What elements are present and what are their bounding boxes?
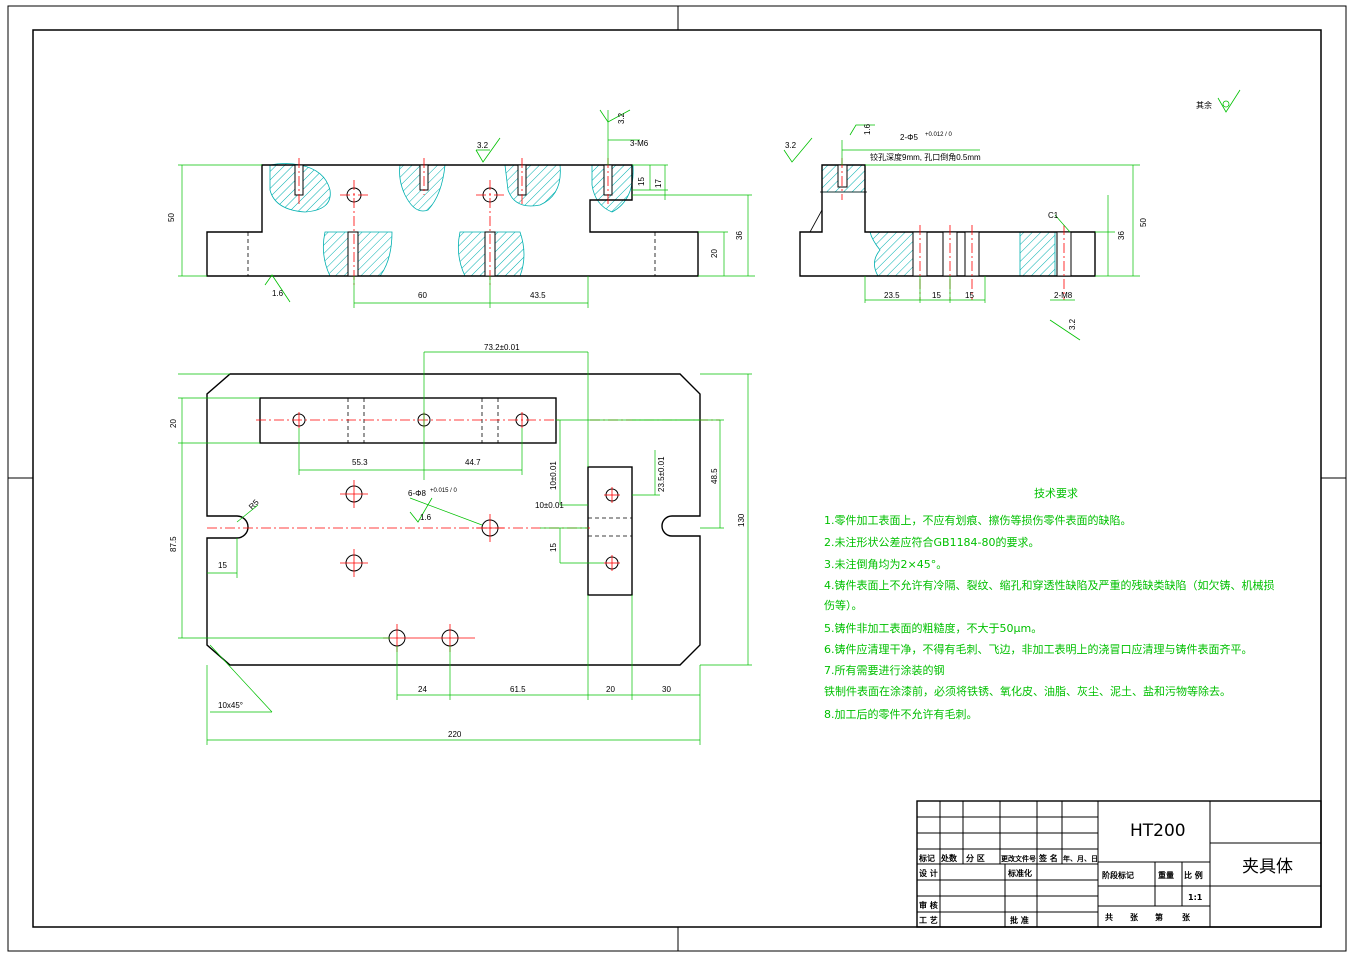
tb-label-sheji: 设 计	[919, 868, 938, 878]
dim-top-220: 220	[448, 730, 462, 739]
requirement-line: 6.铸件应清理干净，不得有毛刺、飞边，非加工表明上的浇冒口应清理与铸件表面齐平。	[824, 642, 1253, 656]
tb-label-jieduan: 阶段标记	[1102, 870, 1134, 880]
requirements-title: 技术要求	[1034, 487, 1078, 500]
rough-front-thread: 3.2	[617, 112, 626, 124]
dim-top-10a: 10±0.01	[549, 461, 558, 490]
dim-front-thread: 3-M6	[630, 139, 649, 148]
tb-label-genggai: 更改文件号	[1001, 854, 1036, 863]
dim-top-130: 130	[737, 513, 746, 527]
dim-top-30: 30	[662, 685, 671, 694]
dim-top-chamfer: 10x45°	[218, 701, 243, 710]
requirement-line: 7.所有需要进行涂装的钢	[824, 663, 945, 677]
requirement-line: 铁制件表面在涂漆前，必须将铁锈、氧化皮、油脂、灰尘、泥土、盐和污物等除去。	[824, 684, 1231, 698]
dim-front-height-50: 50	[167, 213, 176, 222]
dim-top-87-5: 87.5	[169, 536, 178, 552]
title-block: HT200 夹具体 1:1 标记 处数 分 区 更改文件号 签 名 年、月、日 …	[916, 800, 1322, 928]
tb-label-biaozhunhua: 标准化	[1007, 868, 1032, 878]
dim-top-23-5: 23.5±0.01	[657, 456, 666, 492]
dim-top-73-2: 73.2±0.01	[484, 343, 520, 352]
dim-top-15a: 15	[218, 561, 227, 570]
tb-label-shenhe: 审 核	[919, 900, 938, 910]
dim-side-holes-tol: +0.012 / 0	[925, 132, 953, 138]
dim-top-61-5: 61.5	[510, 685, 526, 694]
tb-label-gong: 共	[1105, 912, 1113, 922]
dim-top-24: 24	[418, 685, 427, 694]
rough-side-hole: 1.6	[863, 123, 872, 135]
requirement-line: 4.铸件表面上不允许有冷隔、裂纹、缩孔和穿透性缺陷及严重的残缺类缺陷（如欠铸、机…	[824, 578, 1275, 592]
tb-label-zhang1: 张	[1130, 913, 1139, 922]
top-view: 73.2±0.01 55.3 44.7 20 10±0.01 10±0.01 2…	[169, 343, 752, 745]
tb-label-pizhun: 批 准	[1010, 915, 1029, 925]
tb-label-biaoji: 标记	[918, 853, 935, 863]
requirement-line: 5.铸件非加工表面的粗糙度，不大于50μm。	[824, 621, 1042, 635]
rough-side-top: 3.2	[785, 141, 797, 150]
tb-label-zhang2: 张	[1182, 913, 1191, 922]
technical-requirements: 技术要求 1.零件加工表面上，不应有划痕、擦伤等损伤零件表面的缺陷。 2.未注形…	[824, 487, 1275, 721]
rough-front-bottom: 1.6	[272, 289, 284, 298]
tb-label-gongyi: 工 艺	[919, 915, 938, 925]
title-block-material: HT200	[1130, 821, 1186, 841]
dim-front-36: 36	[735, 231, 744, 240]
dim-side-36: 36	[1117, 231, 1126, 240]
title-block-scale: 1:1	[1188, 893, 1203, 902]
requirement-line: 1.零件加工表面上，不应有划痕、擦伤等损伤零件表面的缺陷。	[824, 513, 1132, 527]
roughness-other: 其余	[1196, 89, 1241, 113]
dim-side-15b: 15	[965, 291, 974, 300]
dim-side-15a: 15	[932, 291, 941, 300]
dim-side-50: 50	[1139, 218, 1148, 227]
roughness-other-label: 其余	[1196, 100, 1212, 110]
rough-top-view: 1.6	[420, 513, 432, 522]
rough-front-top: 3.2	[477, 141, 489, 150]
dim-side-23-5: 23.5	[884, 291, 900, 300]
side-view: 3.2 1.6 2-Φ5 +0.012 / 0 铰孔深度9mm, 孔口倒角0.5…	[783, 123, 1148, 341]
title-block-name: 夹具体	[1242, 857, 1293, 877]
side-hatch	[821, 164, 1056, 277]
dim-top-20b: 20	[606, 685, 615, 694]
sheet-border	[7, 5, 1347, 952]
tb-label-bili: 比 例	[1184, 870, 1203, 880]
tb-label-chushu: 处数	[940, 853, 958, 863]
dim-top-holes-tol: +0.015 / 0	[430, 488, 458, 494]
dim-side-holes: 2-Φ5	[900, 133, 918, 142]
dim-front-43-5: 43.5	[530, 291, 546, 300]
tb-label-qianming: 签 名	[1038, 853, 1058, 863]
dim-top-55-3: 55.3	[352, 458, 368, 467]
tb-label-nianyueri: 年、月、日	[1063, 854, 1098, 863]
dim-front-15: 15	[637, 177, 646, 186]
tb-label-di: 第	[1155, 912, 1163, 922]
dim-front-60: 60	[418, 291, 427, 300]
dim-top-44-7: 44.7	[465, 458, 481, 467]
dim-top-15b: 15	[549, 543, 558, 552]
front-hatch	[269, 163, 634, 277]
rough-side-thread: 3.2	[1068, 318, 1077, 330]
requirement-line: 伤等）。	[824, 598, 863, 612]
requirement-line: 8.加工后的零件不允许有毛刺。	[824, 707, 978, 721]
tb-label-fenqu: 分 区	[966, 853, 985, 863]
requirement-line: 3.未注倒角均为2×45°。	[824, 557, 947, 571]
dim-front-base-20: 20	[710, 249, 719, 258]
dim-top-r5: R5	[247, 497, 261, 511]
front-view: 50 20 36 15 17 3-M6 60 43.5 3.2 1.6 3.2	[167, 109, 755, 308]
dim-top-10b: 10±0.01	[535, 501, 564, 510]
dim-side-chamfer: C1	[1048, 211, 1059, 220]
tb-label-zhongliang: 重量	[1158, 870, 1174, 880]
requirement-line: 2.未注形状公差应符合GB1184-80的要求。	[824, 535, 1040, 549]
dim-front-17: 17	[654, 179, 663, 188]
dim-side-thread: 2-M8	[1054, 291, 1073, 300]
dim-top-holes: 6-Φ8	[408, 489, 426, 498]
dim-top-48-5: 48.5	[710, 468, 719, 484]
dim-top-20: 20	[169, 419, 178, 428]
dim-side-note: 铰孔深度9mm, 孔口倒角0.5mm	[870, 152, 981, 162]
